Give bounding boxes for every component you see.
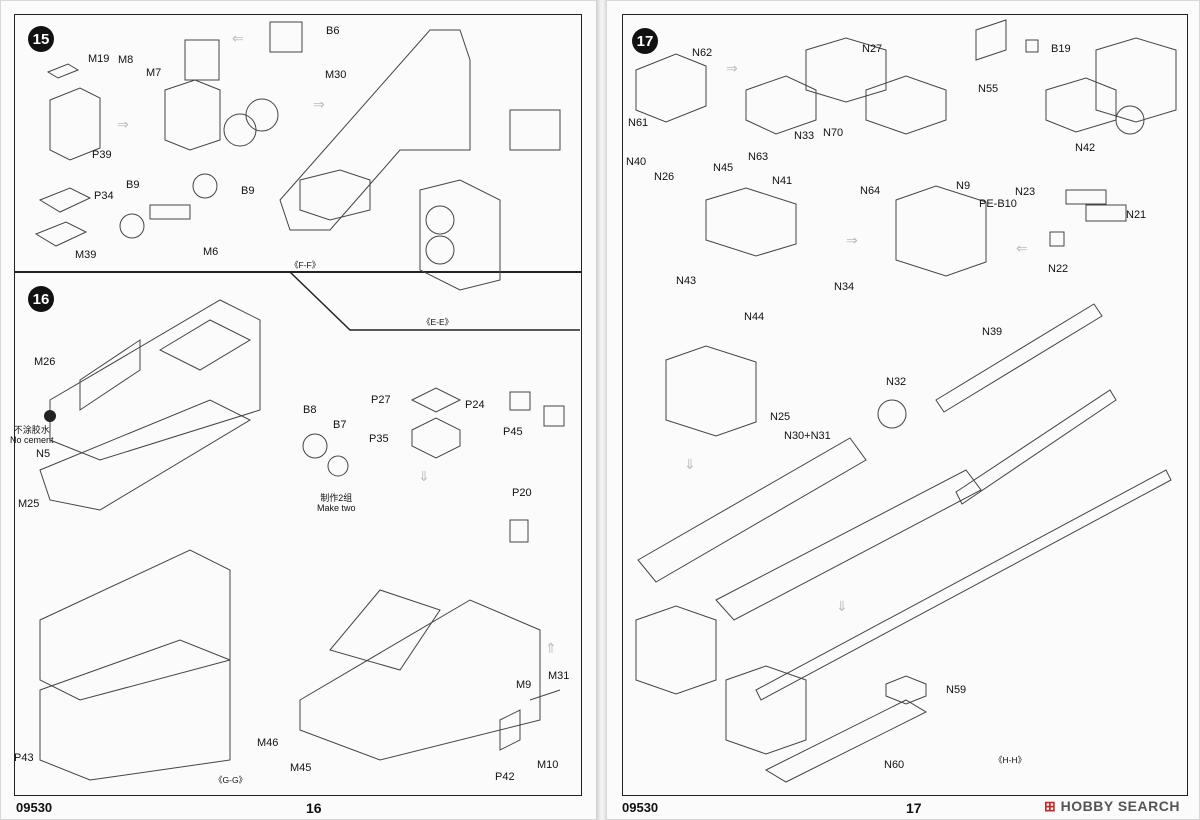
- part-label: N45: [713, 162, 734, 174]
- page-number: 16: [306, 800, 322, 816]
- part-label: N43: [676, 275, 697, 287]
- part-label: N21: [1126, 209, 1147, 221]
- view-label: 《F-F》: [290, 260, 321, 270]
- left-page-drawings: [34, 21, 580, 781]
- part-label: P35: [369, 433, 389, 445]
- part-label: N42: [1075, 142, 1096, 154]
- direction-arrow-icon: ⇓: [836, 598, 848, 614]
- part-label: N34: [834, 281, 855, 293]
- part-label: P20: [512, 487, 532, 499]
- left-page: 15 M19 M8 M7 B6 M30 P39 P34 B9 B9 M6 M39…: [0, 0, 598, 820]
- part-label: N22: [1048, 263, 1069, 275]
- part-label: N23: [1015, 186, 1036, 198]
- part-label: N63: [748, 151, 769, 163]
- part-label: N26: [654, 171, 675, 183]
- page-number: 17: [906, 800, 922, 816]
- part-label: N60: [884, 759, 905, 771]
- part-label: P24: [465, 399, 485, 411]
- part-label: B7: [333, 419, 347, 431]
- part-label: M9: [516, 679, 532, 691]
- view-label: 《E-E》: [422, 317, 454, 327]
- step-number-16: 16: [28, 286, 54, 312]
- book-gutter: [596, 0, 608, 820]
- part-label: M45: [290, 762, 312, 774]
- part-label: M25: [18, 498, 40, 510]
- part-label: N30+N31: [784, 430, 831, 442]
- part-label: P27: [371, 394, 391, 406]
- step-number-15: 15: [28, 26, 54, 52]
- part-label: P43: [14, 752, 34, 764]
- part-label: B6: [326, 25, 340, 37]
- part-label: N55: [978, 83, 999, 95]
- part-label: N39: [982, 326, 1003, 338]
- part-label: B9: [126, 179, 140, 191]
- direction-arrow-icon: ⇓: [684, 456, 696, 472]
- part-label: N61: [628, 117, 649, 129]
- part-label: N9: [956, 180, 971, 192]
- watermark-text: HOBBY SEARCH: [1060, 798, 1180, 814]
- make-two-cn: 制作2组: [320, 493, 353, 503]
- part-label: P34: [94, 190, 114, 202]
- part-label: N33: [794, 130, 815, 142]
- step-15-frame: [14, 14, 582, 272]
- part-label: B8: [303, 404, 317, 416]
- part-label: M10: [537, 759, 559, 771]
- kit-code: 09530: [16, 800, 53, 815]
- direction-arrow-icon: ⇒: [726, 60, 738, 76]
- part-label: N70: [823, 127, 844, 139]
- step-number-17: 17: [632, 28, 658, 54]
- part-label: N64: [860, 185, 881, 197]
- part-label: P42: [495, 771, 515, 783]
- watermark-h-icon: ⊞: [1044, 798, 1057, 814]
- part-label: M6: [203, 246, 219, 258]
- part-label: N32: [886, 376, 907, 388]
- part-label: B9: [241, 185, 255, 197]
- direction-arrow-icon: ⇐: [232, 30, 244, 46]
- part-label: P39: [92, 149, 112, 161]
- part-label: N5: [36, 448, 51, 460]
- view-label: 《H-H》: [994, 755, 1027, 765]
- part-label: PE-B10: [979, 198, 1017, 210]
- step-17-frame: [622, 14, 1188, 796]
- part-label: B19: [1051, 43, 1071, 55]
- part-label: N41: [772, 175, 793, 187]
- right-page: 17 N62 N61 N63 N33 N27 N70 B19 N55 N42 N…: [606, 0, 1200, 820]
- kit-code: 09530: [622, 800, 659, 815]
- direction-arrow-icon: ⇑: [545, 640, 557, 656]
- part-label: N40: [626, 156, 647, 168]
- direction-arrow-icon: ⇒: [117, 116, 129, 132]
- part-label: N25: [770, 411, 791, 423]
- direction-arrow-icon: ⇒: [313, 96, 325, 112]
- watermark-logo: ⊞ HOBBY SEARCH: [1044, 798, 1180, 815]
- part-label: M30: [325, 69, 347, 81]
- no-cement-icon: [44, 410, 56, 422]
- part-label: N44: [744, 311, 765, 323]
- no-cement-cn: 不涂胶水: [13, 425, 50, 435]
- part-label: M7: [146, 67, 162, 79]
- part-label: N62: [692, 47, 713, 59]
- part-label: M26: [34, 356, 56, 368]
- view-label: 《G-G》: [214, 775, 248, 785]
- part-label: N27: [862, 43, 883, 55]
- direction-arrow-icon: ⇐: [1016, 240, 1028, 256]
- no-cement-note: 不涂胶水 No cement: [10, 425, 54, 446]
- part-label: M39: [75, 249, 97, 261]
- part-label: N59: [946, 684, 967, 696]
- step-16-frame: [14, 272, 582, 796]
- make-two-note: 制作2组 Make two: [317, 493, 356, 514]
- direction-arrow-icon: ⇓: [418, 468, 430, 484]
- make-two-en: Make two: [317, 503, 356, 514]
- right-page-drawings: [635, 19, 1177, 783]
- part-label: M8: [118, 54, 134, 66]
- part-label: M19: [88, 53, 110, 65]
- part-label: M31: [548, 670, 570, 682]
- part-label: M46: [257, 737, 279, 749]
- direction-arrow-icon: ⇒: [846, 232, 858, 248]
- part-label: P45: [503, 426, 523, 438]
- no-cement-en: No cement: [10, 435, 54, 446]
